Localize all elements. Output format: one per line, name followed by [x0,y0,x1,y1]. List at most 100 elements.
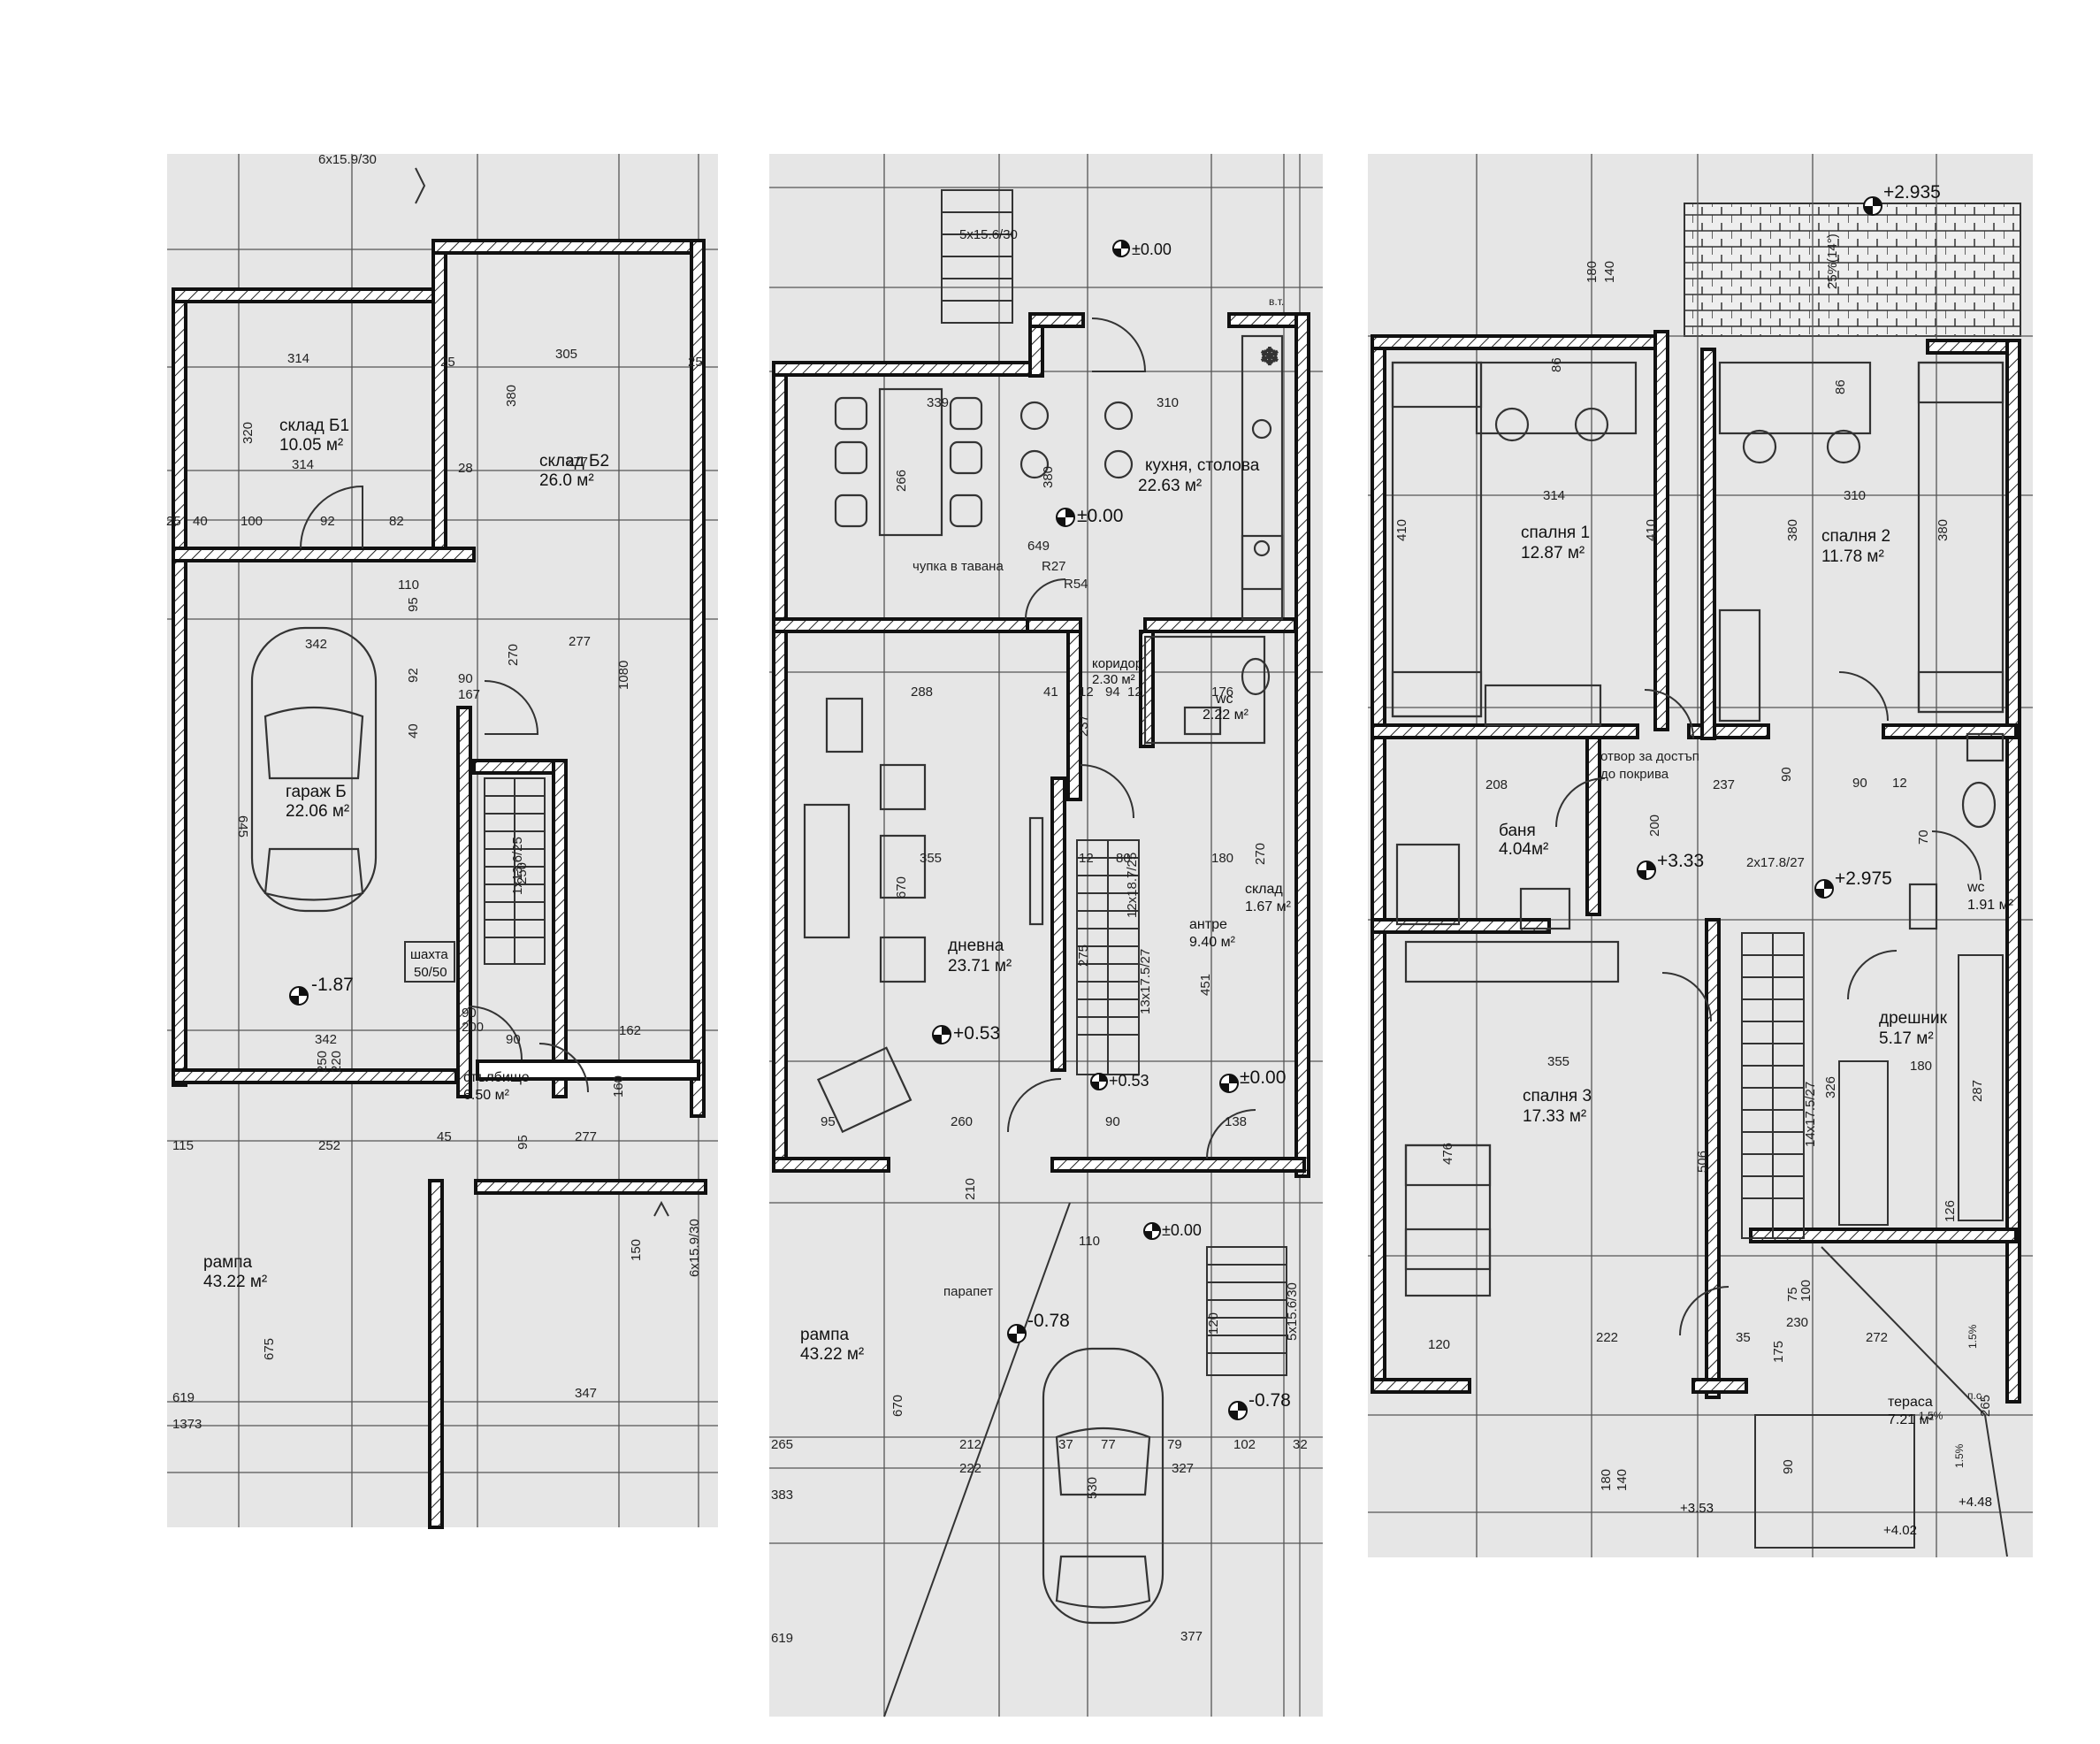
level-marker: ±0.00 [1143,1221,1202,1240]
kitchen-furniture: ❄ [1241,334,1284,621]
level-value: ±0.00 [1132,241,1172,258]
dim-label: 41 [1043,685,1058,700]
dim-label: 208 [1485,777,1508,792]
level-value: -0.78 [1027,1311,1070,1331]
room-name: рампа [203,1253,252,1272]
dim-label: 277 [566,455,588,470]
dim-label: 12 [1079,851,1094,866]
room-area: 43.22 м² [203,1273,267,1291]
level-marker: ±0.00 [1219,1067,1286,1093]
first-doors [1555,671,1982,1336]
first-stair [1741,932,2004,1239]
level-value: ±0.00 [1240,1067,1286,1088]
dim-label: 94 [1105,685,1120,700]
dim-label: 120 [1206,1312,1221,1335]
basement-stair [484,777,546,965]
dim-label: 339 [927,395,949,410]
room-area: 9.40 м² [1189,935,1236,950]
level-value: +2.975 [1835,868,1892,889]
dim-label: 115 [172,1138,194,1153]
dim-label: 200 [462,1020,484,1035]
dim-label: 40 [406,723,421,738]
room-name: склад [1245,882,1283,897]
level-value: -0.78 [1249,1390,1291,1411]
dim-label: 95 [406,597,421,612]
note-label: 1.5% [1953,1443,1966,1468]
note-label: чупка в тавана [913,559,1004,574]
dim-label: 82 [389,514,404,529]
note-label: R27 [1042,559,1066,574]
basement-walls [172,239,707,1529]
dim-label: 288 [911,685,933,700]
dim-label: 250 [315,1051,330,1073]
room-name: склад Б2 [539,452,609,470]
level-value: +3.33 [1657,851,1704,871]
dim-label: 77 [1101,1437,1116,1452]
first-floor-plan: спалня 1 12.87 м² спалня 2 11.78 м² баня… [1368,154,2033,1557]
dim-label: 37 [1058,1437,1073,1452]
dim-label: 2x17.8/27 [1746,855,1805,870]
dim-label: 86 [1549,357,1564,372]
dim-label: 90 [458,671,473,686]
room-area: 43.22 м² [800,1345,864,1364]
dim-label: 138 [1225,1114,1247,1129]
dim-label: 237 [1713,777,1735,792]
dim-label: 90 [506,1032,521,1047]
dim-label: 162 [619,1023,641,1038]
room-area: 2.22 м² [1203,708,1249,723]
dim-label: 327 [1172,1461,1194,1476]
snowflake-icon: ❄ [1260,343,1279,370]
dim-label: 410 [1394,519,1409,541]
dim-label: 619 [172,1390,195,1405]
dim-label: 670 [890,1395,905,1417]
dim-label: 250 [515,862,530,884]
note-label: 25%(14°) [1825,233,1840,289]
dim-label: 95 [821,1114,836,1129]
dim-label: 79 [1167,1437,1182,1452]
level-marker: -0.78 [1228,1390,1291,1420]
room-area: 1.67 м² [1245,899,1292,914]
note-label: отвор за достъп [1600,749,1699,764]
level-marker: +0.53 [1090,1072,1149,1090]
room-name: склад Б1 [279,417,349,435]
note-label: R54 [1064,577,1088,592]
note-label: до покрива [1600,767,1669,782]
dim-label: 380 [1785,519,1800,541]
dim-label: 150 [629,1239,644,1261]
dim-label: 380 [1041,466,1056,488]
dim-label: 260 [951,1114,973,1129]
dim-label: 230 [1786,1315,1808,1330]
dim-label: 28 [458,461,473,476]
dim-label: 140 [1602,261,1617,283]
dim-label: 237 [1076,715,1091,737]
dim-label: 180 [1585,261,1600,283]
level-value: +3.53 [1680,1501,1714,1516]
room-area: 11.78 м² [1821,547,1884,566]
dim-label: 100 [1798,1280,1814,1302]
diagonal-line [883,1202,1071,1717]
room-name: спалня 1 [1521,524,1590,542]
room-name: гараж Б [286,783,347,801]
dim-label: 35 [1736,1330,1751,1345]
roof-tiles [1684,203,2021,337]
dim-label: 265 [1978,1395,1993,1417]
ground-doors [1007,317,1256,1159]
dim-label: 222 [959,1461,981,1476]
bathroom-fixtures [1395,732,2005,930]
dim-label: 5x15.6/30 [959,227,1018,242]
room-name: дневна [948,937,1004,955]
dim-label: 383 [771,1488,793,1503]
level-marker: +4.48 [1959,1495,1992,1510]
dim-label: 305 [555,347,577,362]
level-value: +2.935 [1883,182,1941,203]
dim-label: 100 [241,514,263,529]
dim-label: 347 [575,1386,597,1401]
level-marker: ±0.00 [1056,506,1123,527]
dim-label: 222 [1596,1330,1618,1345]
level-marker: ±0.00 [1112,240,1172,258]
dim-label: 90 [1105,1114,1120,1129]
room-name: коридор [1092,656,1142,671]
dim-label: 380 [504,385,519,407]
level-marker: +2.935 [1863,182,1941,216]
